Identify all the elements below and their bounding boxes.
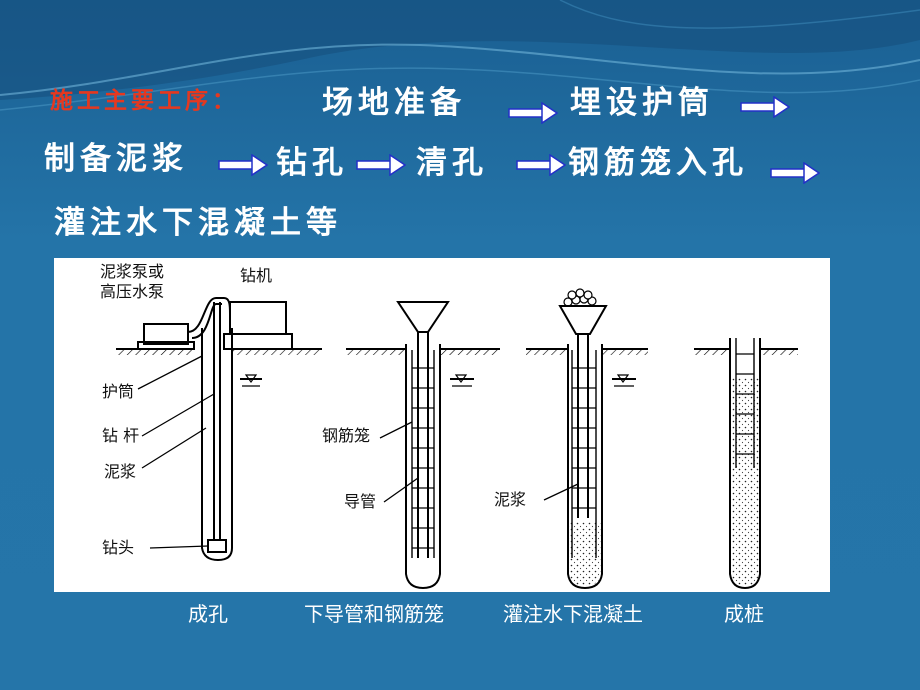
step-drilling: 钻孔 <box>276 145 348 181</box>
bored-pile-stages-drawing <box>116 288 798 590</box>
process-line-2: 制备泥浆 钻孔 清孔 钢筋笼入孔 <box>0 140 920 190</box>
arrow-right-icon <box>356 154 406 176</box>
process-line-1: 施工主要工序： 场地准备 埋设护筒 <box>0 80 920 130</box>
label-tremie: 导管 <box>344 492 377 511</box>
stage-drilling <box>116 297 322 562</box>
label-drill-rig: 钻机 <box>240 266 273 285</box>
caption-pouring: 灌注水下混凝土 <box>503 602 643 626</box>
process-line-3: 灌注水下混凝土等 <box>0 200 920 250</box>
label-mud: 泥浆 <box>104 462 137 481</box>
step-site-prep: 场地准备 <box>322 85 466 121</box>
arrow-right-icon <box>770 162 820 184</box>
arrow-right-icon <box>740 96 790 118</box>
caption-finished-pile: 成桩 <box>724 602 764 626</box>
step-mud-prep: 制备泥浆 <box>44 141 188 177</box>
stage-cage-and-tremie <box>346 301 500 590</box>
step-cleaning: 清孔 <box>416 145 488 181</box>
stage-pouring-concrete <box>526 288 648 590</box>
caption-cage-tremie: 下导管和钢筋笼 <box>304 602 444 626</box>
step-casing: 埋设护筒 <box>570 85 714 121</box>
label-drill-rod: 钻 杆 <box>102 426 140 445</box>
arrow-right-icon <box>218 154 268 176</box>
process-lead-label: 施工主要工序： <box>50 87 239 114</box>
label-casing: 护筒 <box>102 382 135 401</box>
label-drill-bit: 钻头 <box>102 538 135 557</box>
step-concrete: 灌注水下混凝土等 <box>54 205 342 241</box>
label-pump-line2: 高压水泵 <box>100 282 165 301</box>
arrow-right-icon <box>516 154 566 176</box>
label-pump: 泥浆泵或 <box>100 262 165 281</box>
caption-drilling: 成孔 <box>188 602 228 626</box>
label-rebar-cage: 钢筋笼 <box>322 426 371 445</box>
stage-finished-pile <box>694 338 798 590</box>
step-rebar-cage: 钢筋笼入孔 <box>568 145 748 181</box>
construction-diagram: 泥浆泵或 高压水泵 钻机 护筒 钻 杆 泥浆 钻头 钢筋笼 导管 泥浆 <box>54 258 830 592</box>
label-mud-2: 泥浆 <box>494 490 527 509</box>
arrow-right-icon <box>508 102 558 124</box>
